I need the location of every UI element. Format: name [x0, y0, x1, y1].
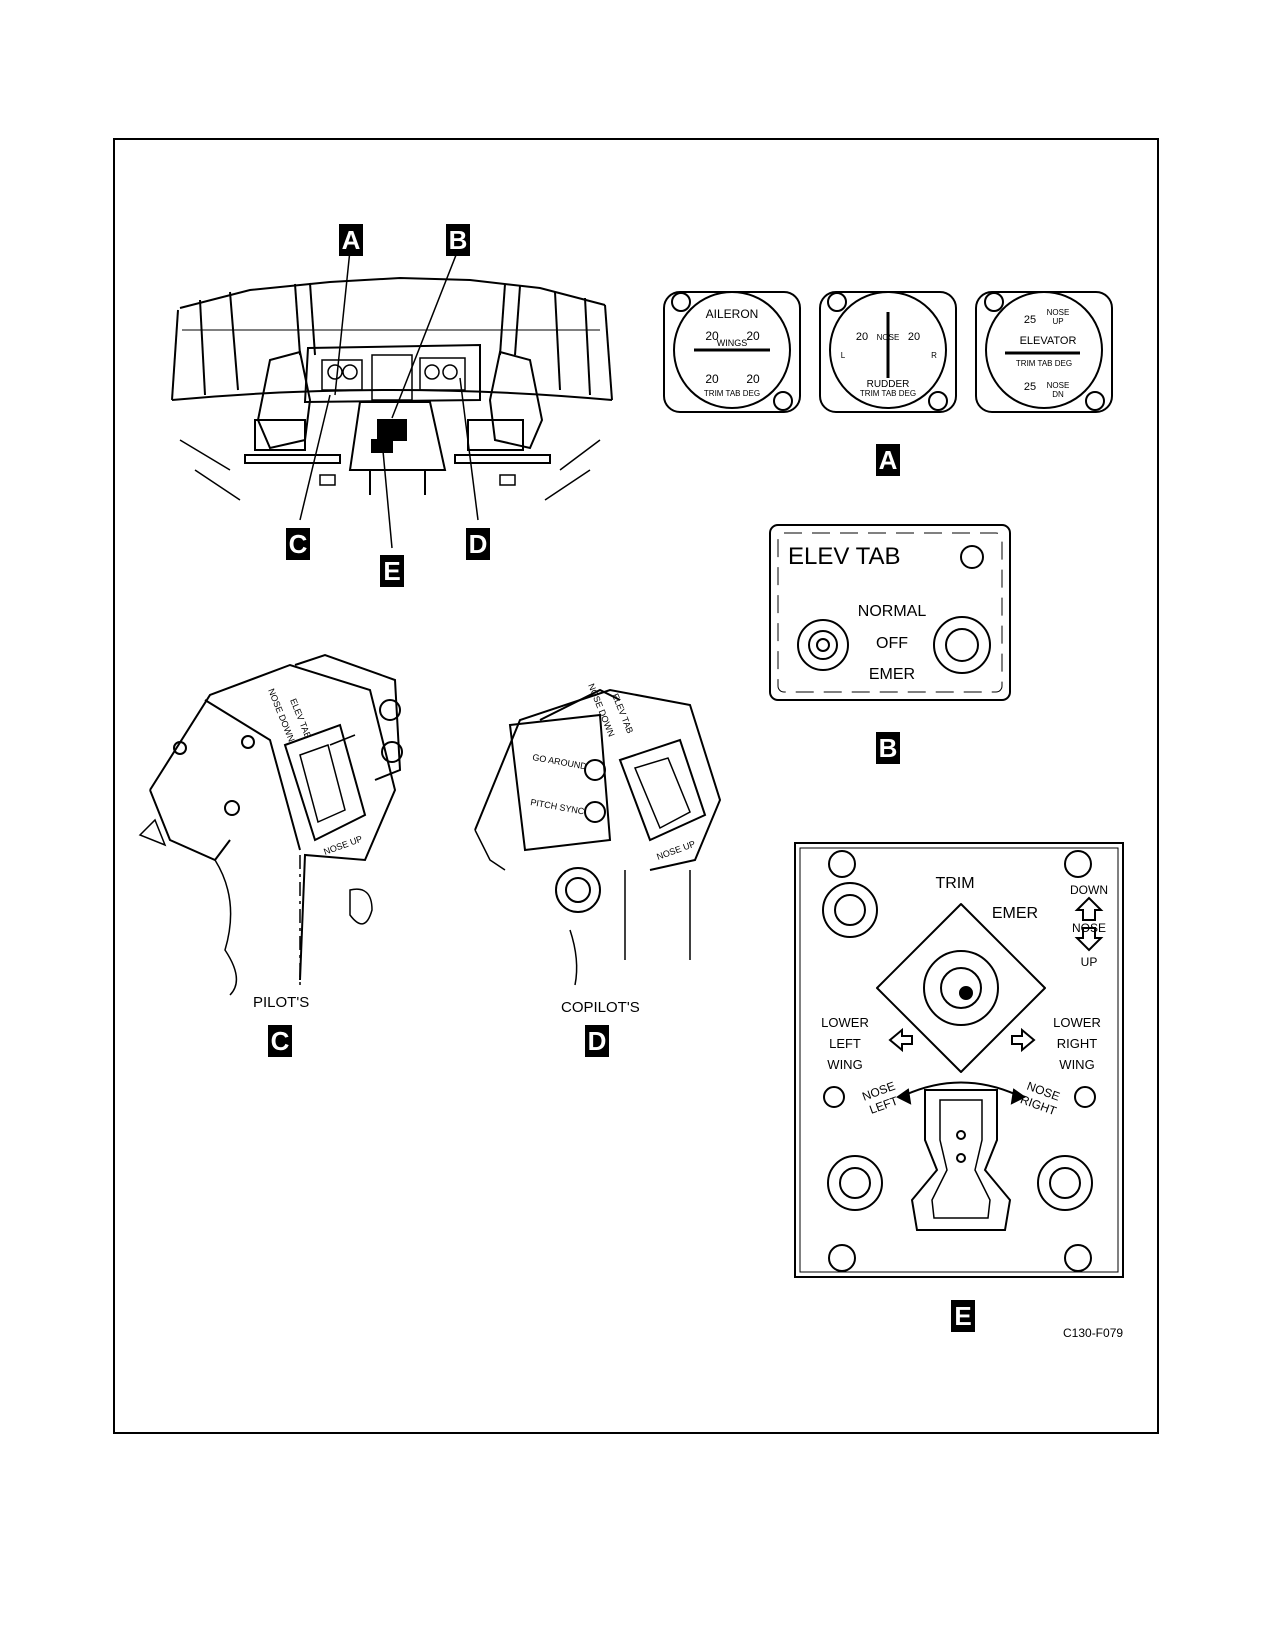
pilot-yoke-drawing: [138, 653, 403, 996]
rudder-center: NOSE: [877, 333, 900, 342]
left-label: LEFT: [829, 1036, 861, 1051]
callout-e: E: [380, 555, 404, 587]
rudder-r-mark: R: [931, 351, 937, 360]
go-around-label: GO AROUND: [532, 752, 588, 771]
rudder-l-mark: L: [841, 351, 846, 360]
aileron-middle: WINGS: [717, 338, 748, 348]
elev-tab-panel-drawing: [769, 524, 1011, 701]
pitch-sync-label: PITCH SYNC: [530, 797, 586, 816]
pilot-nose-up-label: NOSE UP: [322, 834, 363, 857]
copilot-nose-up-label: NOSE UP: [655, 839, 696, 862]
lower-right-label: LOWER: [1053, 1015, 1101, 1030]
trim-down-label: DOWN: [1070, 883, 1108, 897]
rudder-bottom: TRIM TAB DEG: [860, 389, 916, 398]
right-label: RIGHT: [1057, 1036, 1098, 1051]
rudder-right: 20: [908, 331, 920, 343]
elevator-top-label: NOSE: [1047, 308, 1070, 317]
copilot-caption: COPILOT'S: [561, 999, 640, 1016]
callout-b: B: [446, 224, 470, 256]
pilot-key-c: C: [268, 1025, 292, 1057]
aileron-left-top: 20: [705, 329, 719, 343]
aileron-title: AILERON: [706, 307, 759, 321]
elev-tab-emer: EMER: [869, 666, 915, 683]
callout-c: C: [286, 528, 310, 560]
aileron-right-bottom: 20: [746, 372, 760, 386]
wing-right-label: WING: [1059, 1057, 1094, 1072]
elev-tab-key-b: B: [876, 732, 900, 764]
aileron-right-top: 20: [746, 329, 760, 343]
elev-tab-off: OFF: [876, 635, 908, 652]
trim-panel-key-e: E: [951, 1300, 975, 1332]
elev-tab-title: ELEV TAB: [788, 543, 901, 570]
elevator-title: ELEVATOR: [1020, 335, 1077, 347]
elevator-bottom-label: NOSE: [1047, 381, 1070, 390]
cockpit-overview-drawing: [171, 249, 613, 549]
aileron-left-bottom: 20: [705, 372, 719, 386]
elevator-trim-gauge: [975, 291, 1113, 413]
rudder-trim-gauge: [819, 291, 957, 413]
figure-id: C130-F079: [1063, 1326, 1124, 1340]
aileron-trim-gauge: [663, 291, 801, 413]
trim-up-label: UP: [1081, 955, 1098, 969]
callout-d: D: [466, 528, 490, 560]
trim-emer-label: EMER: [992, 905, 1038, 922]
elevator-sub: TRIM TAB DEG: [1016, 359, 1072, 368]
trim-nose-label: NOSE: [1072, 921, 1106, 935]
lower-left-label: LOWER: [821, 1015, 869, 1030]
callout-a: A: [339, 224, 363, 256]
elevator-top-value: 25: [1024, 314, 1036, 326]
elevator-bottom-value: 25: [1024, 381, 1036, 393]
copilot-yoke-drawing: [474, 688, 722, 986]
elevator-top-sub: UP: [1052, 317, 1063, 326]
figure-frame: [113, 138, 1159, 1434]
aileron-bottom: TRIM TAB DEG: [704, 389, 760, 398]
elevator-bottom-sub: DN: [1052, 390, 1064, 399]
copilot-key-d: D: [585, 1025, 609, 1057]
trim-label: TRIM: [935, 875, 974, 892]
rudder-title: RUDDER: [867, 379, 910, 390]
rudder-left: 20: [856, 331, 868, 343]
wing-left-label: WING: [827, 1057, 862, 1072]
pilot-caption: PILOT'S: [253, 994, 310, 1011]
gauges-key-a: A: [876, 444, 900, 476]
elev-tab-normal: NORMAL: [858, 603, 927, 620]
pilot-nose-down-label: NOSE DOWN: [266, 687, 296, 743]
trim-panel-drawing: [794, 842, 1124, 1278]
